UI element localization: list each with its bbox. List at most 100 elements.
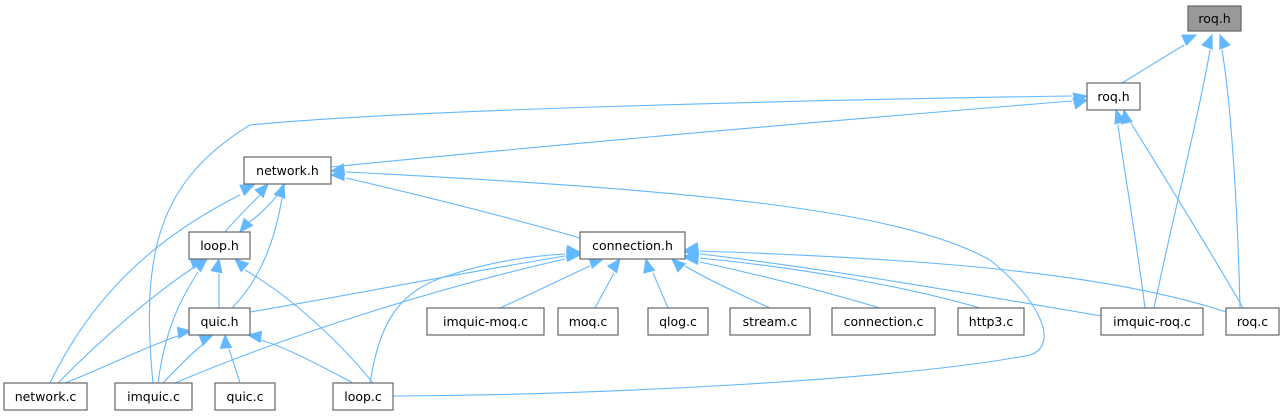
node-imquic-roq-c[interactable]: imquic-roq.c: [1100, 307, 1204, 336]
arrowhead-icon: [239, 217, 254, 233]
edge-imquic-roq-c-to-roq-h: [1114, 108, 1146, 309]
edge-imquic-roq-c-to-roq-h-root: [1153, 33, 1213, 309]
node-label: imquic.c: [127, 389, 180, 404]
nodes-layer: roq.h roq.h network.h loop.h connection.h qui…: [3, 5, 1280, 411]
node-box: [729, 307, 811, 336]
edge-imquic-roq-c-to-connection-h: [683, 244, 1102, 317]
node-label: connection.c: [844, 314, 924, 329]
node-label: quic.c: [226, 389, 263, 404]
node-label: loop.c: [344, 389, 382, 404]
node-http3-c[interactable]: http3.c: [957, 307, 1025, 336]
edge-imquic-c-to-loop-h: [157, 258, 208, 384]
arrowhead-icon: [210, 257, 223, 274]
node-label: connection.h: [592, 238, 673, 253]
edge-line: [231, 197, 283, 309]
node-box: [579, 231, 686, 260]
edge-line: [64, 335, 179, 384]
edge-line: [369, 253, 566, 384]
edge-network-c-to-loop-h: [57, 257, 206, 384]
node-label: qlog.c: [659, 314, 697, 329]
edge-line: [699, 250, 1227, 313]
edge-line: [699, 253, 1102, 317]
edge-imquic-moq-c-to-connection-h: [499, 256, 605, 309]
edge-roq-c-to-roq-h: [1120, 108, 1244, 309]
edge-line: [49, 194, 241, 384]
node-box: [114, 382, 193, 411]
arrowhead-icon: [643, 257, 656, 274]
node-connection-h[interactable]: connection.h: [579, 231, 686, 260]
arrowhead-icon: [176, 326, 193, 339]
edge-line: [1117, 124, 1146, 309]
edge-imquic-c-to-roq-h: [148, 92, 1089, 384]
edge-line: [652, 272, 669, 309]
arrowhead-icon: [1201, 33, 1213, 50]
edge-line: [224, 194, 261, 233]
edge-imquic-c-to-quic-h: [162, 334, 215, 384]
node-box: [243, 156, 332, 185]
node-qlog-c[interactable]: qlog.c: [647, 307, 709, 336]
edge-qlog-c-to-connection-h: [643, 257, 669, 309]
node-loop-h[interactable]: loop.h: [188, 231, 251, 260]
node-moq-c[interactable]: moq.c: [557, 307, 619, 336]
node-loop-c[interactable]: loop.c: [332, 382, 394, 411]
node-imquic-c[interactable]: imquic.c: [114, 382, 193, 411]
edge-http3-c-to-connection-h: [683, 249, 981, 309]
edge-network-c-to-quic-h: [64, 326, 193, 384]
edge-line: [1130, 122, 1244, 309]
node-imquic-moq-c[interactable]: imquic-moq.c: [426, 307, 545, 336]
arrowhead-icon: [239, 184, 256, 197]
edge-loop-c-to-connection-h: [369, 244, 582, 384]
edge-line: [148, 95, 1073, 384]
edge-line: [249, 255, 566, 313]
edge-loop-c-to-loop-h: [234, 258, 374, 384]
arrowhead-icon: [683, 242, 700, 255]
node-roq-c[interactable]: roq.c: [1225, 307, 1280, 336]
node-stream-c[interactable]: stream.c: [729, 307, 811, 336]
node-box: [557, 307, 619, 336]
node-network-c[interactable]: network.c: [3, 382, 88, 411]
edge-line: [699, 261, 881, 309]
edge-quic-h-to-loop-h: [210, 257, 223, 308]
node-roq-h-root: roq.h: [1187, 5, 1242, 32]
edge-quic-h-to-network-h: [231, 182, 286, 309]
edge-quic-c-to-quic-h: [219, 333, 241, 384]
node-roq-h[interactable]: roq.h: [1086, 82, 1141, 111]
edge-roq-c-to-connection-h: [683, 242, 1227, 313]
node-label: network.h: [256, 163, 319, 178]
node-box: [188, 307, 251, 336]
edge-moq-c-to-connection-h: [594, 257, 621, 309]
edge-line: [345, 177, 581, 239]
arrowhead-icon: [192, 258, 208, 273]
arrowhead-icon: [234, 258, 250, 273]
arrowhead-icon: [254, 183, 269, 199]
node-connection-c[interactable]: connection.c: [831, 307, 936, 336]
arrowhead-icon: [219, 333, 233, 349]
arrowhead-icon: [671, 258, 687, 273]
edge-roq-h-to-roq-h-root: [1121, 34, 1198, 84]
edge-line: [1221, 49, 1241, 309]
node-box: [957, 307, 1025, 336]
edge-line: [174, 258, 566, 384]
node-network-h[interactable]: network.h: [243, 156, 332, 185]
arrowhead-icon: [329, 163, 346, 176]
edge-line: [1121, 44, 1185, 84]
node-quic-c[interactable]: quic.c: [214, 382, 276, 411]
node-label: network.c: [15, 389, 77, 404]
edge-line: [244, 269, 374, 384]
node-quic-h[interactable]: quic.h: [188, 307, 251, 336]
arrowhead-icon: [1219, 33, 1231, 50]
node-box: [332, 382, 394, 411]
edge-line: [330, 100, 1073, 168]
arrowhead-icon: [1120, 108, 1133, 125]
node-label: roq.h: [1198, 11, 1230, 26]
edge-line: [228, 348, 241, 384]
node-box: [426, 307, 545, 336]
node-box: [188, 231, 251, 260]
edge-line: [1153, 49, 1211, 309]
arrowhead-icon: [606, 257, 621, 274]
edge-line: [57, 267, 194, 384]
node-box: [1100, 307, 1204, 336]
edge-loop-c-to-quic-h: [246, 330, 354, 384]
edge-line: [594, 272, 615, 309]
